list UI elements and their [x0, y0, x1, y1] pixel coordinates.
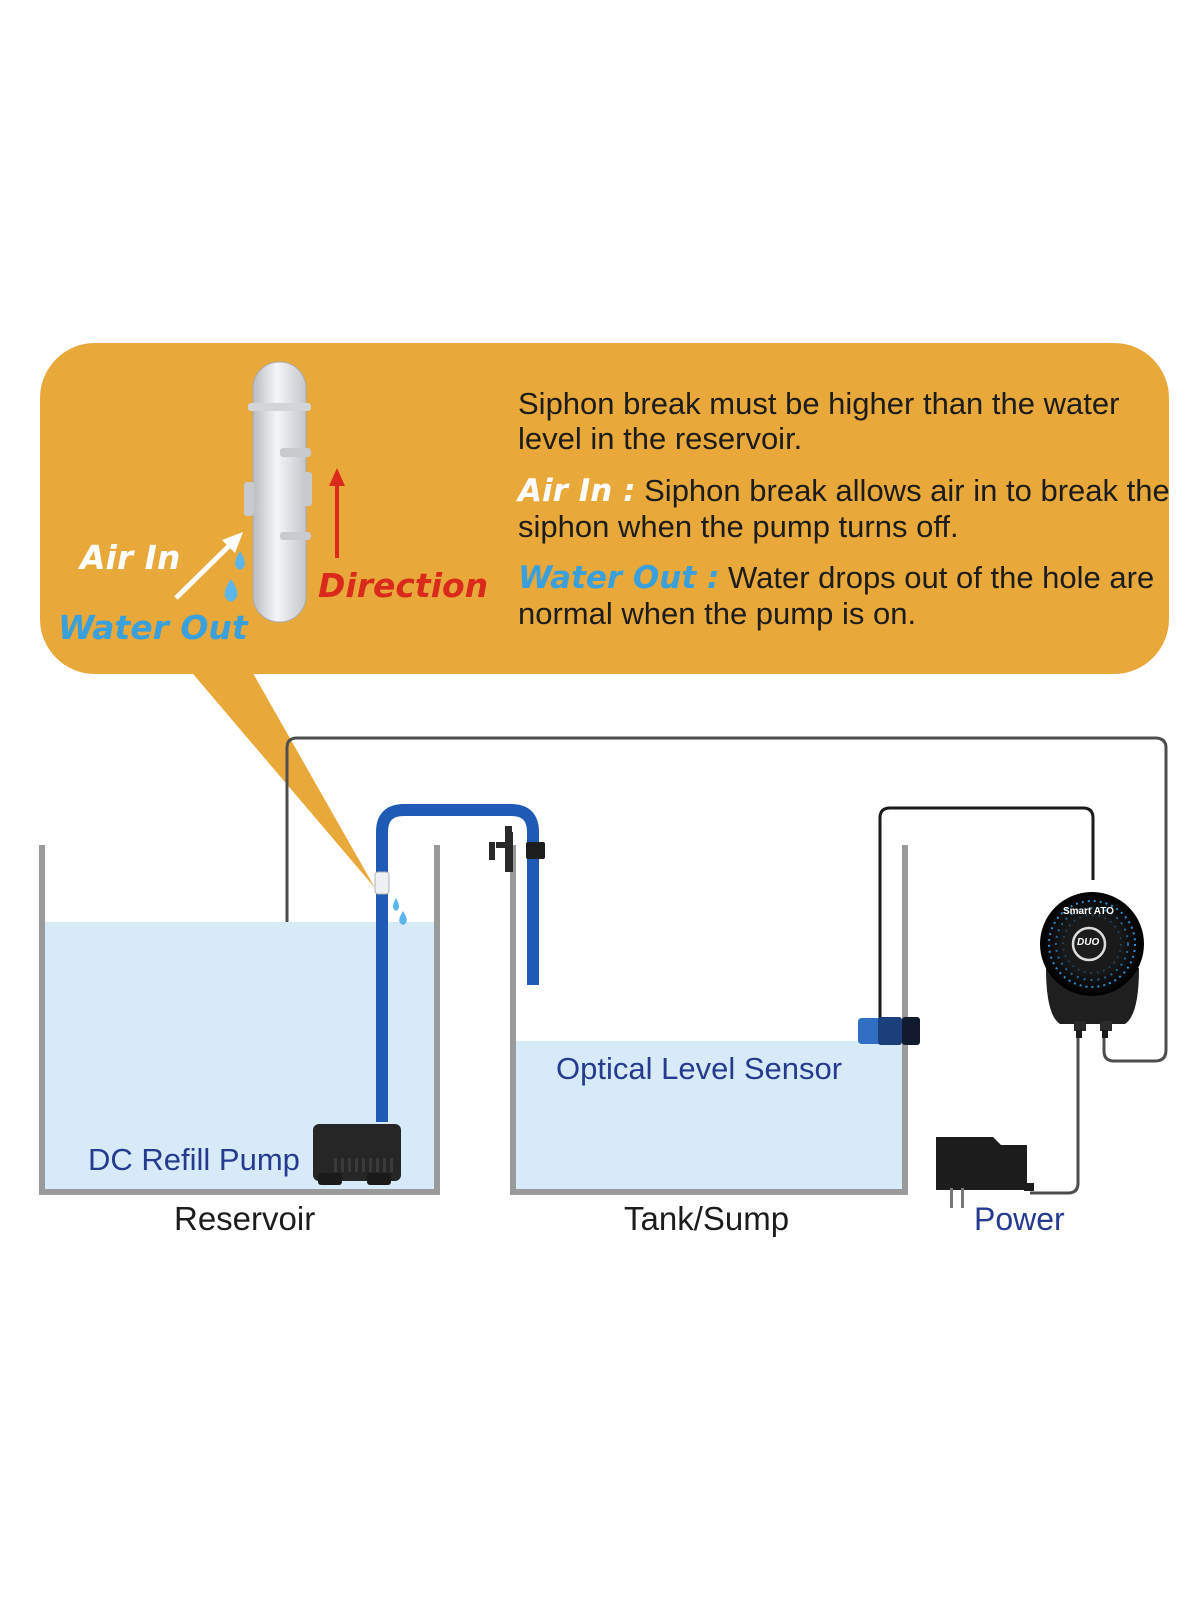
- sensor-label: Optical Level Sensor: [556, 1051, 843, 1086]
- power-cable: [1030, 1030, 1080, 1195]
- tube-holder-clip: [489, 826, 545, 872]
- tank-sump: [510, 845, 908, 1195]
- water-drop-icon: [399, 911, 407, 925]
- air-in-callout: Air In: [80, 538, 181, 577]
- air-in-note: Air In : Siphon break allows air in to b…: [518, 473, 1178, 544]
- water-out-note: Water Out : Water drops out of the hole …: [518, 560, 1178, 631]
- air-in-keyword: Air In :: [518, 473, 636, 509]
- siphon-break-fitting: [374, 871, 390, 895]
- controller-logo-text: DUO: [1077, 937, 1100, 948]
- sensor-cable: [878, 806, 1095, 1025]
- info-callout-balloon: [40, 343, 1169, 888]
- reservoir-label: Reservoir: [174, 1200, 316, 1237]
- pump-label: DC Refill Pump: [88, 1142, 300, 1177]
- direction-callout: Direction: [318, 566, 489, 605]
- air-in-description: Siphon break allows air in to break the …: [518, 473, 1170, 544]
- direction-arrow: [329, 468, 345, 558]
- controller-cable: [285, 736, 1168, 1130]
- power-adapter: [936, 1137, 1034, 1208]
- controller-brand-text: Smart ATO: [1063, 906, 1114, 917]
- power-label: Power: [974, 1201, 1065, 1237]
- dc-refill-pump: [313, 1124, 401, 1185]
- air-in-arrow: [174, 532, 243, 600]
- water-out-keyword: Water Out :: [518, 560, 720, 596]
- smart-ato-controller: [1040, 892, 1144, 1038]
- siphon-height-note: Siphon break must be higher than the wat…: [518, 386, 1120, 456]
- water-drop-icon: [224, 551, 245, 602]
- refill-tube: [376, 804, 539, 1122]
- siphon-break-illustration: [244, 361, 312, 623]
- water-drop-icon: [393, 898, 399, 911]
- water-out-description: Water drops out of the hole are normal w…: [518, 560, 1155, 631]
- tank-sump-label: Tank/Sump: [624, 1200, 790, 1237]
- water-out-callout: Water Out: [58, 608, 248, 647]
- optical-level-sensor: [858, 1017, 920, 1045]
